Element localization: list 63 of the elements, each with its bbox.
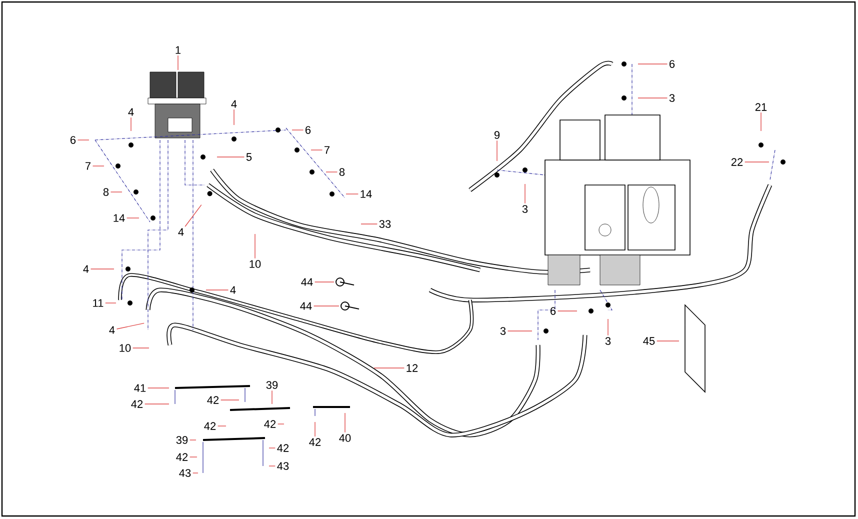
leader-line [344, 412, 346, 433]
callout-number: 22 [731, 158, 743, 166]
callout-number: 14 [360, 190, 372, 198]
callout-number: 4 [230, 286, 236, 294]
callout-number: 10 [250, 260, 261, 268]
leader-line [524, 184, 526, 204]
callout-number: 5 [246, 153, 252, 161]
callout-number: 42 [277, 444, 289, 452]
leader-line [254, 234, 256, 259]
callout-number: 44 [300, 302, 312, 310]
callout-number: 4 [178, 228, 184, 236]
callout-number: 44 [301, 278, 313, 286]
callout-number: 3 [522, 205, 528, 213]
callout-number: 42 [204, 422, 216, 430]
callout-number: 3 [500, 327, 506, 335]
callout-number: 39 [266, 381, 278, 389]
callout-number: 3 [669, 94, 675, 102]
callout-number: 4 [83, 265, 89, 273]
callout-number: 43 [277, 462, 289, 470]
callout-number: 11 [93, 299, 104, 307]
callout-number: 14 [114, 214, 125, 222]
leader-line [90, 268, 114, 270]
callout-number: 45 [643, 337, 655, 345]
callout-number: 21 [755, 103, 767, 111]
callout-number: 42 [131, 400, 143, 408]
callout-number: 3 [605, 337, 611, 345]
callout-number: 4 [128, 108, 134, 116]
callout-number: 10 [120, 344, 131, 352]
leader-line [130, 117, 132, 132]
leader-line [507, 330, 532, 332]
callout-number: 9 [494, 131, 500, 139]
callout-number: 6 [306, 126, 311, 134]
callout-number: 6 [550, 307, 556, 315]
callout-number: 1 [176, 46, 181, 54]
callout-number: 42 [309, 438, 321, 446]
callout-number: 12 [406, 364, 418, 372]
leader-line [116, 322, 144, 330]
leader-line [189, 456, 198, 458]
leader-line [557, 310, 578, 312]
leader-line [192, 472, 198, 474]
callout-number: 4 [109, 326, 115, 334]
callout-number: 41 [134, 384, 146, 392]
callout-number: 7 [86, 162, 90, 170]
callout-number: 6 [70, 136, 76, 144]
callout-number: 42 [264, 420, 276, 428]
callout-number: 4 [231, 100, 237, 108]
callout-number: 40 [339, 434, 351, 442]
callout-number: 6 [670, 60, 675, 68]
leader-line [184, 204, 202, 227]
leader-line [496, 140, 498, 162]
callout-number: 33 [379, 220, 391, 228]
leader-line [760, 112, 762, 132]
callout-number: 42 [176, 453, 188, 461]
leader-line [656, 340, 680, 342]
leader-line [105, 302, 116, 304]
leader-line [216, 156, 245, 158]
callout-number: 43 [179, 469, 191, 477]
callout-number: 7 [324, 146, 330, 154]
leader-line [314, 422, 316, 437]
callout-number: 8 [103, 188, 109, 196]
callout-number: 39 [176, 436, 188, 444]
callout-number: 42 [207, 396, 219, 404]
callout-number: 8 [339, 168, 345, 176]
